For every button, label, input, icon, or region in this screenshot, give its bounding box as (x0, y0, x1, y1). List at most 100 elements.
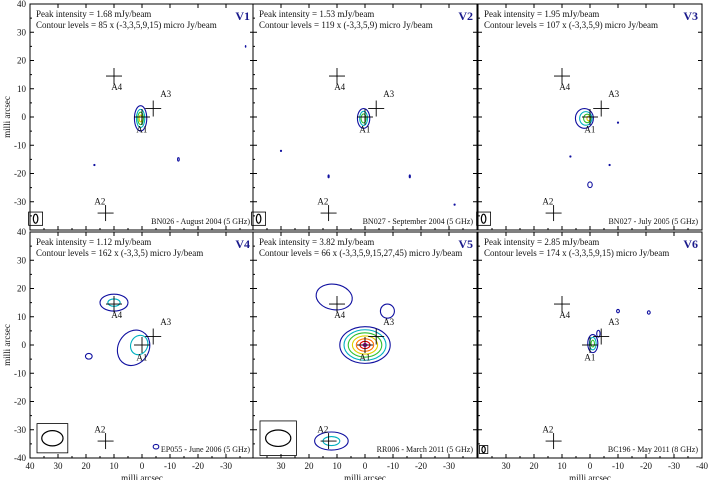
x-tick-label: 20 (305, 461, 315, 471)
x-tick-label: -40 (696, 461, 708, 471)
marker-label-a3: A3 (160, 317, 171, 327)
x-tick-label: 10 (110, 461, 120, 471)
x-tick-label: 30 (502, 461, 512, 471)
contour-line (177, 157, 180, 162)
marker-label-a4: A4 (111, 82, 122, 92)
marker-label-a1: A1 (584, 353, 595, 363)
y-tick-label: 10 (17, 84, 27, 94)
contour-line (588, 336, 597, 351)
contour-line (116, 329, 151, 367)
x-tick-label: 30 (54, 461, 64, 471)
x-tick-label: -10 (612, 461, 624, 471)
contour-line (453, 203, 456, 206)
y-axis-label: milli arcsec (2, 96, 12, 138)
contour-line (616, 121, 620, 124)
observation-label: EP055 - June 2006 (5 GHz) (161, 445, 250, 454)
x-tick-label: -10 (164, 461, 176, 471)
contour-line (93, 163, 96, 167)
contour-line (583, 113, 592, 124)
observation-label: RR006 - March 2011 (5 GHz) (377, 445, 474, 454)
beam-box (478, 445, 489, 454)
peak-intensity-text: Peak intensity = 1.53 mJy/beam (259, 9, 374, 19)
peak-intensity-text: Peak intensity = 1.95 mJy/beam (484, 9, 599, 19)
marker-label-a2: A2 (94, 197, 105, 207)
contour-line (315, 283, 353, 311)
observation-label: BC196 - May 2011 (8 GHz) (608, 445, 698, 454)
contour-line (129, 334, 149, 356)
contour-line (359, 110, 369, 127)
contour-line (587, 181, 593, 189)
x-tick-label: -20 (415, 461, 427, 471)
y-tick-label: 40 (17, 227, 27, 237)
marker-label-a4: A4 (334, 310, 345, 320)
contour-line (135, 108, 146, 129)
contour-line (579, 111, 593, 126)
contour-line (379, 303, 395, 319)
x-tick-label: 30 (277, 461, 287, 471)
beam-box (36, 423, 69, 454)
contour-line (590, 339, 596, 348)
panel-id: V5 (458, 237, 473, 251)
beam-box (28, 211, 44, 226)
peak-intensity-text: Peak intensity = 1.68 mJy/beam (36, 9, 151, 19)
contour-line (339, 326, 391, 364)
x-tick-label: -30 (443, 461, 455, 471)
y-tick-label: -40 (14, 453, 26, 463)
x-tick-label: 20 (82, 461, 92, 471)
y-tick-label: -30 (14, 425, 26, 435)
contour-line (347, 332, 383, 358)
y-tick-label: 0 (22, 112, 27, 122)
y-tick-label: 10 (17, 312, 27, 322)
contour-line (574, 107, 594, 129)
marker-label-a3: A3 (608, 317, 619, 327)
y-tick-label: 0 (22, 340, 27, 350)
contour-line (608, 163, 611, 167)
y-tick-label: 20 (17, 56, 27, 66)
marker-label-a1: A1 (359, 125, 370, 135)
contour-line (587, 333, 599, 354)
panel-id: V3 (683, 9, 698, 23)
contour-levels-text: Contour levels = 107 x (-3,3,5,9) micro … (484, 20, 658, 30)
x-tick-label: 40 (26, 461, 36, 471)
x-axis-label: milli arcsec (121, 473, 163, 480)
panel-id: V1 (235, 9, 250, 23)
marker-label-a2: A2 (317, 197, 328, 207)
contour-line (84, 352, 93, 360)
contour-line (356, 107, 371, 129)
x-tick-label: 10 (558, 461, 568, 471)
panel-id: V2 (458, 9, 473, 23)
marker-label-a1: A1 (136, 353, 147, 363)
contour-levels-text: Contour levels = 119 x (-3,3,5,9) micro … (259, 20, 433, 30)
x-axis-label: milli arcsec (569, 473, 611, 480)
peak-intensity-text: Peak intensity = 3.82 mJy/beam (259, 237, 374, 247)
beam-ellipse (32, 213, 39, 224)
contour-levels-text: Contour levels = 162 x (-3,3,5) micro Jy… (36, 248, 203, 258)
beam-box (259, 420, 297, 456)
marker-label-a1: A1 (359, 353, 370, 363)
panel-id: V6 (683, 237, 698, 251)
x-tick-label: 10 (333, 461, 343, 471)
x-tick-label: -10 (387, 461, 399, 471)
marker-label-a4: A4 (111, 310, 122, 320)
beam-ellipse (480, 213, 487, 224)
peak-intensity-text: Peak intensity = 1.12 mJy/beam (36, 237, 151, 247)
marker-label-a1: A1 (136, 125, 147, 135)
x-tick-label: -20 (640, 461, 652, 471)
panel-id: V4 (235, 237, 250, 251)
x-tick-label: 0 (588, 461, 593, 471)
y-tick-label: -20 (14, 169, 26, 179)
beam-box (476, 211, 492, 226)
marker-label-a2: A2 (94, 425, 105, 435)
marker-label-a3: A3 (160, 89, 171, 99)
contour-line (596, 329, 601, 338)
y-tick-label: -10 (14, 368, 26, 378)
contour-line (360, 113, 367, 124)
observation-label: BN026 - August 2004 (5 GHz) (151, 217, 250, 226)
y-tick-label: 40 (17, 0, 27, 9)
